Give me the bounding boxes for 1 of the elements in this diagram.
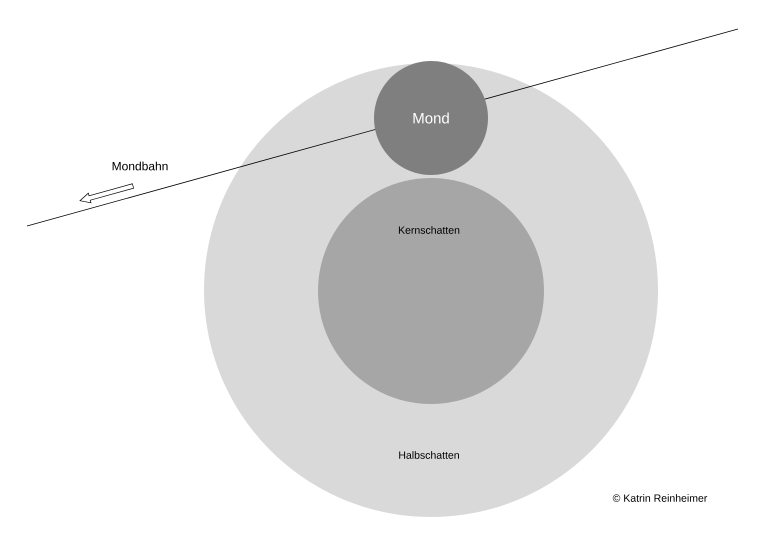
orbit-label: Mondbahn [112,162,168,170]
